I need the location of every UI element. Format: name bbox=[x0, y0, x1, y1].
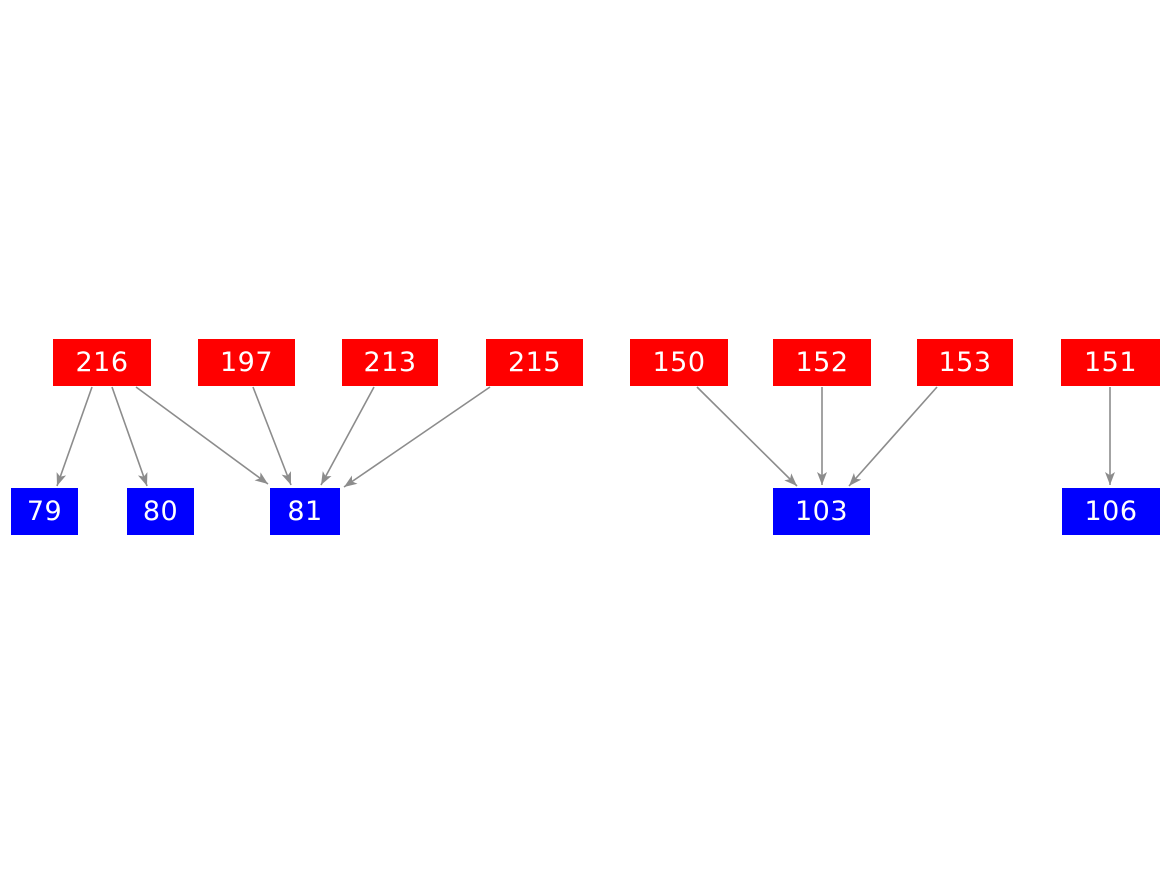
node-label-216: 216 bbox=[75, 347, 129, 378]
graph-node-106: 106 bbox=[1062, 488, 1160, 535]
edge-150-to-103 bbox=[696, 386, 798, 487]
graph-node-80: 80 bbox=[127, 488, 194, 535]
graph-node-151: 151 bbox=[1061, 339, 1160, 386]
graph-node-150: 150 bbox=[630, 339, 728, 386]
edge-197-to-81 bbox=[252, 386, 292, 486]
graph-node-216: 216 bbox=[53, 339, 151, 386]
node-label-152: 152 bbox=[795, 347, 849, 378]
node-label-81: 81 bbox=[287, 496, 323, 527]
node-label-215: 215 bbox=[507, 347, 562, 378]
graph-node-197: 197 bbox=[198, 339, 295, 386]
edge-216-to-79 bbox=[56, 386, 93, 487]
edge-213-to-81 bbox=[320, 386, 375, 486]
graph-node-152: 152 bbox=[773, 339, 871, 386]
edge-153-to-103 bbox=[848, 386, 938, 487]
node-label-150: 150 bbox=[652, 347, 706, 378]
node-label-153: 153 bbox=[938, 347, 992, 378]
node-label-197: 197 bbox=[219, 347, 274, 378]
graph-node-103: 103 bbox=[773, 488, 870, 535]
edge-216-to-80 bbox=[111, 386, 148, 487]
node-label-106: 106 bbox=[1084, 496, 1138, 527]
graph-node-153: 153 bbox=[917, 339, 1013, 386]
edge-216-to-81 bbox=[135, 386, 269, 485]
node-label-151: 151 bbox=[1083, 347, 1138, 378]
graph-node-213: 213 bbox=[342, 339, 438, 386]
node-label-103: 103 bbox=[794, 496, 849, 527]
node-label-79: 79 bbox=[26, 496, 63, 527]
graph-node-79: 79 bbox=[11, 488, 78, 535]
node-label-213: 213 bbox=[363, 347, 417, 378]
node-label-80: 80 bbox=[142, 496, 179, 527]
edge-215-to-81 bbox=[343, 386, 491, 488]
graph-node-81: 81 bbox=[270, 488, 340, 535]
graph-node-215: 215 bbox=[486, 339, 583, 386]
